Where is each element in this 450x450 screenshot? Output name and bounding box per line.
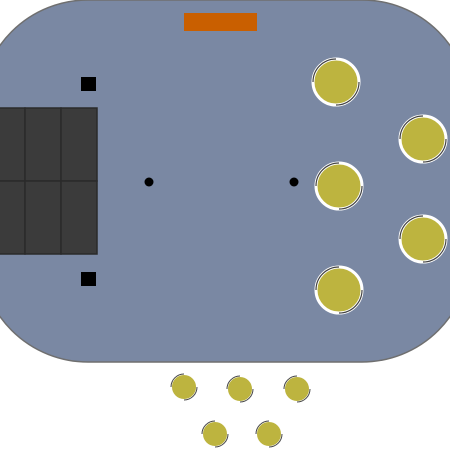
center-dot-right	[289, 177, 299, 187]
connector-cell	[60, 180, 98, 255]
connector-cell	[24, 180, 62, 255]
large-pad	[398, 114, 448, 164]
connector-cell	[0, 107, 26, 182]
orange-pad	[184, 13, 257, 31]
mounting-square-bottom	[81, 272, 96, 286]
small-pads	[170, 373, 311, 448]
large-pad	[314, 161, 364, 211]
large-pad	[398, 214, 448, 264]
small-pad	[226, 375, 254, 403]
center-dot-left	[144, 177, 154, 187]
mounting-square-top	[81, 77, 96, 91]
large-pads	[311, 57, 448, 315]
small-pad	[170, 373, 198, 401]
small-pad	[201, 420, 229, 448]
large-pad	[314, 265, 364, 315]
connector-cell	[24, 107, 62, 182]
connector-block	[0, 107, 98, 255]
small-pad	[255, 420, 283, 448]
small-pad	[283, 375, 311, 403]
connector-cell	[0, 180, 26, 255]
connector-cell	[60, 107, 98, 182]
large-pad	[311, 57, 361, 107]
